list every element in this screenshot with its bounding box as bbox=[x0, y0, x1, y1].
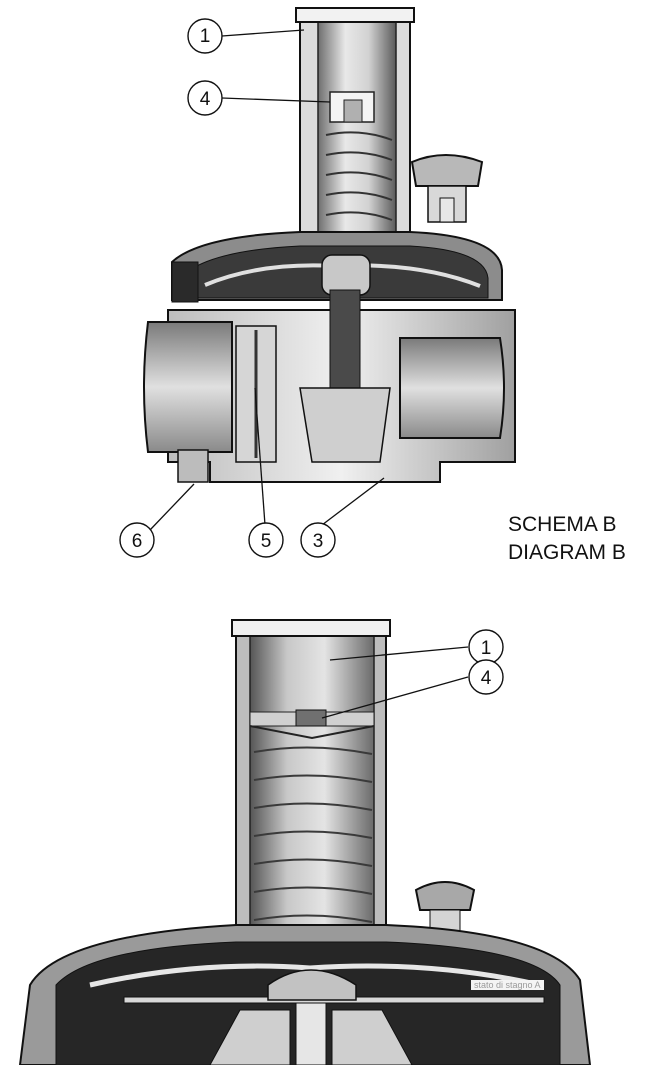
diagram-b-regulator bbox=[18, 619, 592, 1065]
callout-4-a-label: 4 bbox=[200, 89, 211, 110]
callout-4-b-label: 4 bbox=[481, 668, 492, 689]
callout-1-b-label: 1 bbox=[481, 638, 492, 659]
diaphragm-housing-a bbox=[171, 231, 503, 303]
callout-5-a-label: 5 bbox=[261, 531, 272, 552]
diagram-a-regulator bbox=[143, 7, 516, 483]
callout-6-a-label: 6 bbox=[132, 531, 143, 552]
leader-lines-a bbox=[149, 29, 385, 531]
callout-3-a-label: 3 bbox=[313, 531, 324, 552]
callout-6-a: 6 bbox=[119, 522, 155, 558]
leader-lines-b bbox=[321, 646, 469, 719]
diaphragm-housing-b bbox=[18, 924, 592, 1065]
callout-5-a: 5 bbox=[248, 522, 284, 558]
callout-3-a: 3 bbox=[300, 522, 336, 558]
callout-1-a: 1 bbox=[187, 18, 223, 54]
valve-body-a bbox=[143, 289, 516, 483]
callout-4-b: 4 bbox=[468, 659, 504, 695]
upper-housing bbox=[295, 7, 415, 251]
callout-1-a-label: 1 bbox=[200, 26, 211, 47]
relief-cap bbox=[410, 154, 484, 223]
watermark-text: stato di stagno A bbox=[471, 980, 544, 990]
schema-b-label: SCHEMA B bbox=[508, 513, 617, 536]
callout-4-a: 4 bbox=[187, 80, 223, 116]
callout-1-b: 1 bbox=[468, 629, 504, 665]
upper-housing-b bbox=[231, 619, 391, 961]
diagram-b-label: DIAGRAM B bbox=[508, 541, 626, 564]
relief-cap-b bbox=[414, 881, 476, 939]
